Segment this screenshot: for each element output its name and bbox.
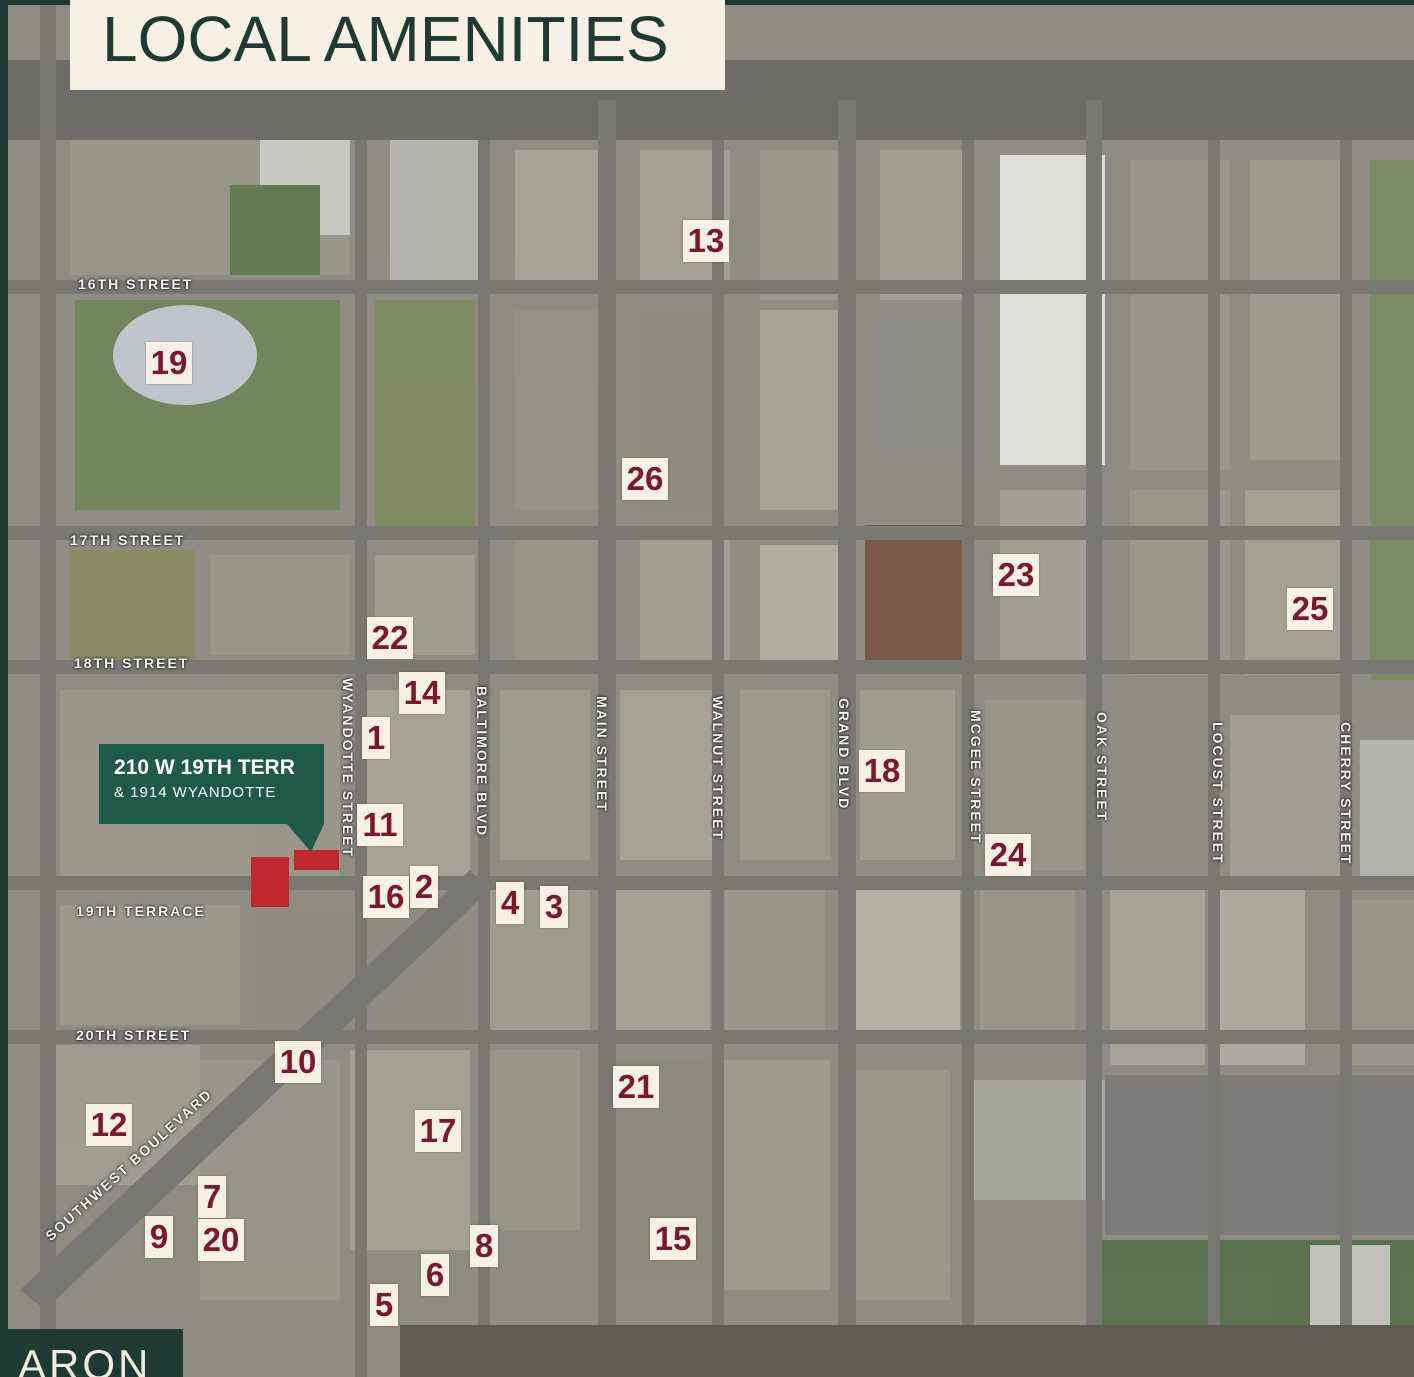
street-label-baltimore: BALTIMORE BLVD bbox=[474, 686, 490, 838]
amenity-marker-24[interactable]: 24 bbox=[985, 834, 1031, 876]
amenity-marker-20[interactable]: 20 bbox=[198, 1219, 244, 1261]
street-label-19th-terrace: 19TH TERRACE bbox=[76, 903, 206, 919]
frame-left-border bbox=[0, 0, 8, 1377]
amenity-marker-10[interactable]: 10 bbox=[275, 1041, 321, 1083]
amenity-marker-4[interactable]: 4 bbox=[496, 882, 524, 924]
property-parcel-main bbox=[251, 857, 289, 907]
street-label-16th: 16TH STREET bbox=[78, 276, 194, 292]
amenity-marker-9[interactable]: 9 bbox=[145, 1216, 173, 1258]
street-label-locust: LOCUST STREET bbox=[1210, 722, 1226, 865]
amenity-marker-11[interactable]: 11 bbox=[357, 804, 403, 846]
callout-shape bbox=[99, 744, 324, 852]
amenity-marker-18[interactable]: 18 bbox=[859, 750, 905, 792]
amenity-marker-12[interactable]: 12 bbox=[86, 1104, 132, 1146]
southwest-boulevard-road bbox=[20, 870, 490, 1310]
amenity-marker-25[interactable]: 25 bbox=[1287, 588, 1333, 630]
amenity-marker-22[interactable]: 22 bbox=[367, 617, 413, 659]
amenity-marker-16[interactable]: 16 bbox=[363, 876, 409, 918]
amenity-marker-14[interactable]: 14 bbox=[399, 672, 445, 714]
street-label-20th: 20TH STREET bbox=[76, 1027, 192, 1043]
street-label-mcgee: MCGEE STREET bbox=[968, 710, 984, 845]
street-label-cherry: CHERRY STREET bbox=[1338, 722, 1354, 866]
property-secondary-address: & 1914 WYANDOTTE bbox=[114, 784, 277, 801]
title-panel: LOCAL AMENITIES bbox=[70, 0, 725, 90]
street-label-17th: 17TH STREET bbox=[70, 532, 186, 548]
amenity-marker-2[interactable]: 2 bbox=[410, 866, 438, 908]
rail-yard bbox=[400, 1325, 1414, 1377]
amenity-marker-3[interactable]: 3 bbox=[540, 886, 568, 928]
street-label-grand: GRAND BLVD bbox=[836, 698, 852, 811]
brand-logo-panel: ARON bbox=[0, 1329, 183, 1377]
street-label-18th: 18TH STREET bbox=[74, 655, 190, 671]
property-callout: 210 W 19TH TERR & 1914 WYANDOTTE bbox=[99, 744, 324, 854]
amenity-marker-26[interactable]: 26 bbox=[622, 458, 668, 500]
amenity-marker-19[interactable]: 19 bbox=[146, 342, 192, 384]
property-address: 210 W 19TH TERR bbox=[114, 756, 295, 779]
amenity-marker-6[interactable]: 6 bbox=[421, 1254, 449, 1296]
amenity-marker-13[interactable]: 13 bbox=[683, 220, 729, 262]
amenity-marker-1[interactable]: 1 bbox=[362, 717, 390, 759]
property-parcel-secondary bbox=[294, 850, 339, 870]
amenity-marker-15[interactable]: 15 bbox=[650, 1218, 696, 1260]
street-label-oak: OAK STREET bbox=[1094, 712, 1110, 823]
amenity-marker-23[interactable]: 23 bbox=[993, 554, 1039, 596]
amenity-marker-8[interactable]: 8 bbox=[470, 1225, 498, 1267]
amenity-marker-7[interactable]: 7 bbox=[198, 1176, 226, 1218]
amenity-marker-21[interactable]: 21 bbox=[613, 1066, 659, 1108]
amenity-marker-5[interactable]: 5 bbox=[370, 1284, 398, 1326]
street-label-main: MAIN STREET bbox=[594, 696, 610, 813]
page-title: LOCAL AMENITIES bbox=[102, 3, 669, 75]
street-label-walnut: WALNUT STREET bbox=[710, 696, 726, 841]
street-label-wyandotte: WYANDOTTE STREET bbox=[340, 678, 356, 859]
brand-logo: ARON bbox=[18, 1341, 152, 1377]
amenity-marker-17[interactable]: 17 bbox=[415, 1110, 461, 1152]
